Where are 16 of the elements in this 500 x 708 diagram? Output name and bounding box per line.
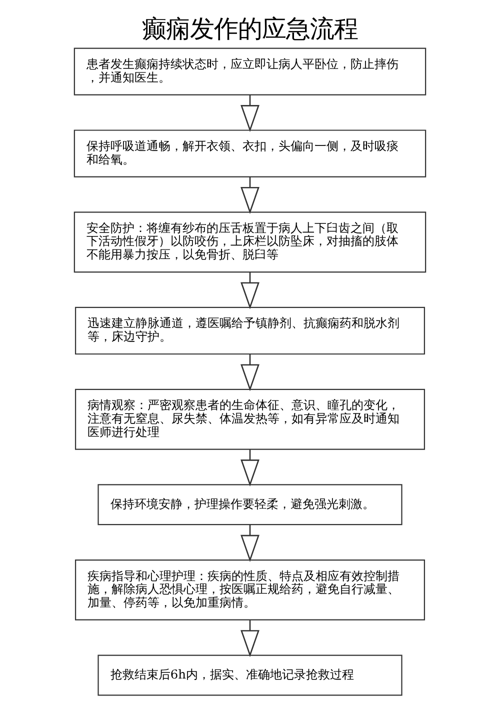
node-box: 病情观察：严密观察患者的生命体征、意识、瞳孔的变化，注意有无窒息、尿失禁、体温发热等，如有异常应及时通知医师进行处理	[74, 388, 426, 450]
arrow	[240, 620, 260, 658]
arrow	[240, 524, 260, 562]
node-box: 保持环境安静，护理操作要轻柔，避免强光刺激。	[98, 484, 402, 526]
node-box: 保持呼吸道通畅，解开衣领、衣扣，头偏向一侧，及时吸痰和给氧。	[74, 130, 426, 178]
node-box: 安全防护：将缠有纱布的压舌板置于病人上下臼齿之间（取下活动性假牙）以防咬伤，上床栏以防坠床，对抽搐的肢体不能用暴力按压，以免骨折、脱臼等	[74, 212, 426, 273]
node-box: 患者发生癫痫持续状态时，应立即让病人平卧位，防止摔伤，并通知医生。	[74, 48, 426, 96]
arrow	[240, 272, 260, 310]
node-box: 疾病指导和心理护理：疾病的性质、特点及相应有效控制措施，解除病人恐惧心理，按医嘱正规给药，避免自行减量、加量、停药等，以免加重病情。	[74, 559, 426, 620]
arrow	[240, 94, 260, 132]
node-box: 抢救结束后6h内，据实、准确地记录抢救过程	[98, 654, 402, 696]
node-box: 迅速建立静脉通道，遵医嘱给予镇静剂、抗癫痫药和脱水剂等，床边守护。	[74, 306, 426, 355]
arrow	[240, 176, 260, 214]
arrow	[240, 354, 260, 392]
arrow	[240, 450, 260, 487]
diagram-title: 癫痫发作的应急流程	[142, 14, 358, 43]
